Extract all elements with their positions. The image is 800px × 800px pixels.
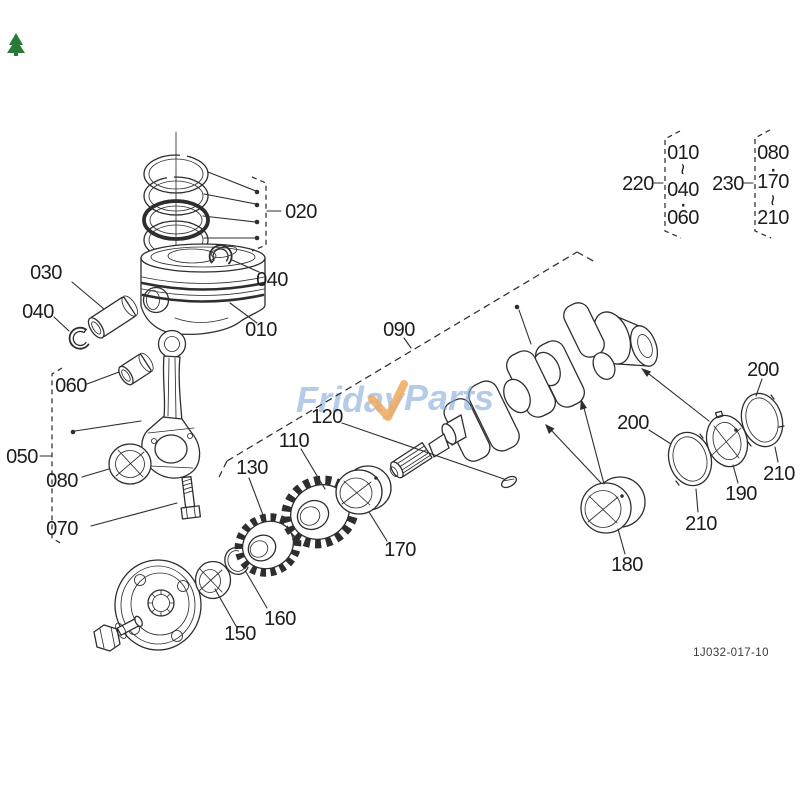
group-230: 230 080 · 170 ~ 210 bbox=[712, 129, 790, 239]
thrust-ring-200-right bbox=[740, 392, 785, 448]
main-bearing-180 bbox=[580, 476, 646, 534]
rod-bolt bbox=[180, 475, 202, 520]
callout-170: 170 bbox=[384, 539, 416, 561]
callout-130: 130 bbox=[236, 457, 268, 479]
callout-180: 180 bbox=[611, 554, 643, 576]
callout-040-left: 040 bbox=[22, 301, 54, 323]
callout-190: 190 bbox=[725, 483, 757, 505]
assembly-arrows bbox=[545, 368, 710, 485]
ring-gap bbox=[180, 152, 187, 158]
callout-070: 070 bbox=[46, 518, 78, 540]
callout-160: 160 bbox=[264, 608, 296, 630]
crankshaft bbox=[389, 302, 659, 489]
callout-120: 120 bbox=[311, 406, 343, 428]
callout-210-left: 210 bbox=[685, 513, 717, 535]
callout-150: 150 bbox=[224, 623, 256, 645]
connecting-rod bbox=[141, 329, 201, 479]
piston-pin bbox=[87, 295, 138, 339]
group-230-sep1: · bbox=[769, 156, 777, 183]
callout-110: 110 bbox=[279, 430, 310, 452]
collar-150 bbox=[194, 560, 232, 600]
woodruff-key bbox=[500, 475, 518, 489]
callout-010: 010 bbox=[245, 319, 277, 341]
pulley-bolt bbox=[93, 615, 143, 652]
group-220: 220 010 ~ 040 · 060 bbox=[622, 130, 700, 239]
spline-tip bbox=[389, 441, 433, 479]
leader-lines bbox=[39, 171, 779, 627]
piston-pin-snap-ring-top bbox=[208, 244, 233, 265]
crank-webs bbox=[443, 302, 616, 462]
spline-hub bbox=[147, 589, 175, 617]
bushing-170 bbox=[335, 465, 392, 515]
main-bearing-190 bbox=[705, 410, 749, 468]
green-tree-icon bbox=[7, 33, 25, 56]
watermark: Friday Parts bbox=[296, 377, 494, 421]
watermark-check-icon bbox=[368, 380, 408, 421]
callout-labels: 020 040 030 040 010 060 050 080 070 090 … bbox=[6, 201, 796, 645]
snap-ring-left bbox=[68, 326, 90, 350]
callout-020: 020 bbox=[285, 201, 317, 223]
group-220-item1: 010 bbox=[667, 142, 699, 164]
callout-200-right: 200 bbox=[747, 359, 779, 381]
drawing-number: 1J032-017-10 bbox=[693, 647, 769, 659]
group-220-sep2: · bbox=[679, 191, 687, 218]
group-230-item1: 080 bbox=[757, 142, 789, 164]
group-220-item3: 060 bbox=[667, 207, 699, 229]
callout-080: 080 bbox=[46, 470, 78, 492]
group-220-label: 220 bbox=[622, 173, 654, 195]
callout-090: 090 bbox=[383, 319, 415, 341]
group-230-item2: 170 bbox=[757, 171, 789, 193]
group-230-sep2: ~ bbox=[761, 194, 783, 205]
piston bbox=[140, 243, 266, 336]
group-230-label: 230 bbox=[712, 173, 744, 195]
group-220-item2: 040 bbox=[667, 179, 699, 201]
group-230-item3: 210 bbox=[757, 207, 789, 229]
callout-050: 050 bbox=[6, 446, 38, 468]
callout-060: 060 bbox=[55, 375, 87, 397]
callout-210-right: 210 bbox=[763, 463, 795, 485]
ring-gap bbox=[167, 174, 174, 179]
callout-200-left: 200 bbox=[617, 412, 649, 434]
crank-pulley bbox=[114, 559, 202, 651]
rod-bushing bbox=[118, 352, 154, 386]
callout-040-top: 040 bbox=[256, 269, 288, 291]
crank-nose bbox=[389, 414, 467, 479]
callout-030: 030 bbox=[30, 262, 62, 284]
watermark-parts: Parts bbox=[404, 377, 494, 418]
rod-bearing-shells bbox=[108, 443, 152, 485]
group-220-sep1: ~ bbox=[671, 163, 693, 174]
